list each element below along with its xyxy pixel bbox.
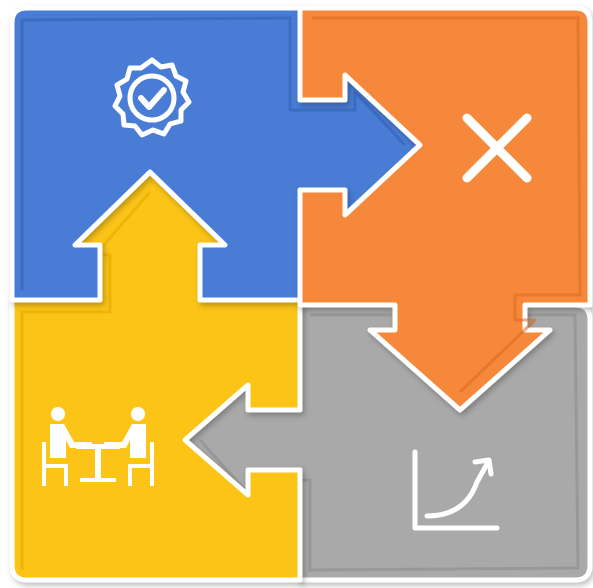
badge-outline [112,57,192,138]
chart-trend-line [424,461,490,519]
orange-piece-bevel [312,16,582,394]
blue-piece-bevel [20,16,407,290]
chart-axes [412,449,500,531]
chart-arrow-head [472,457,494,477]
yellow-piece-bevel [20,191,152,570]
check-mark [138,87,167,110]
meeting-people-icon [42,407,154,486]
close-x-icon [462,113,532,183]
badge-check-icon [112,57,192,138]
badge-inner-ring [127,73,177,123]
growth-chart-icon [412,449,500,531]
